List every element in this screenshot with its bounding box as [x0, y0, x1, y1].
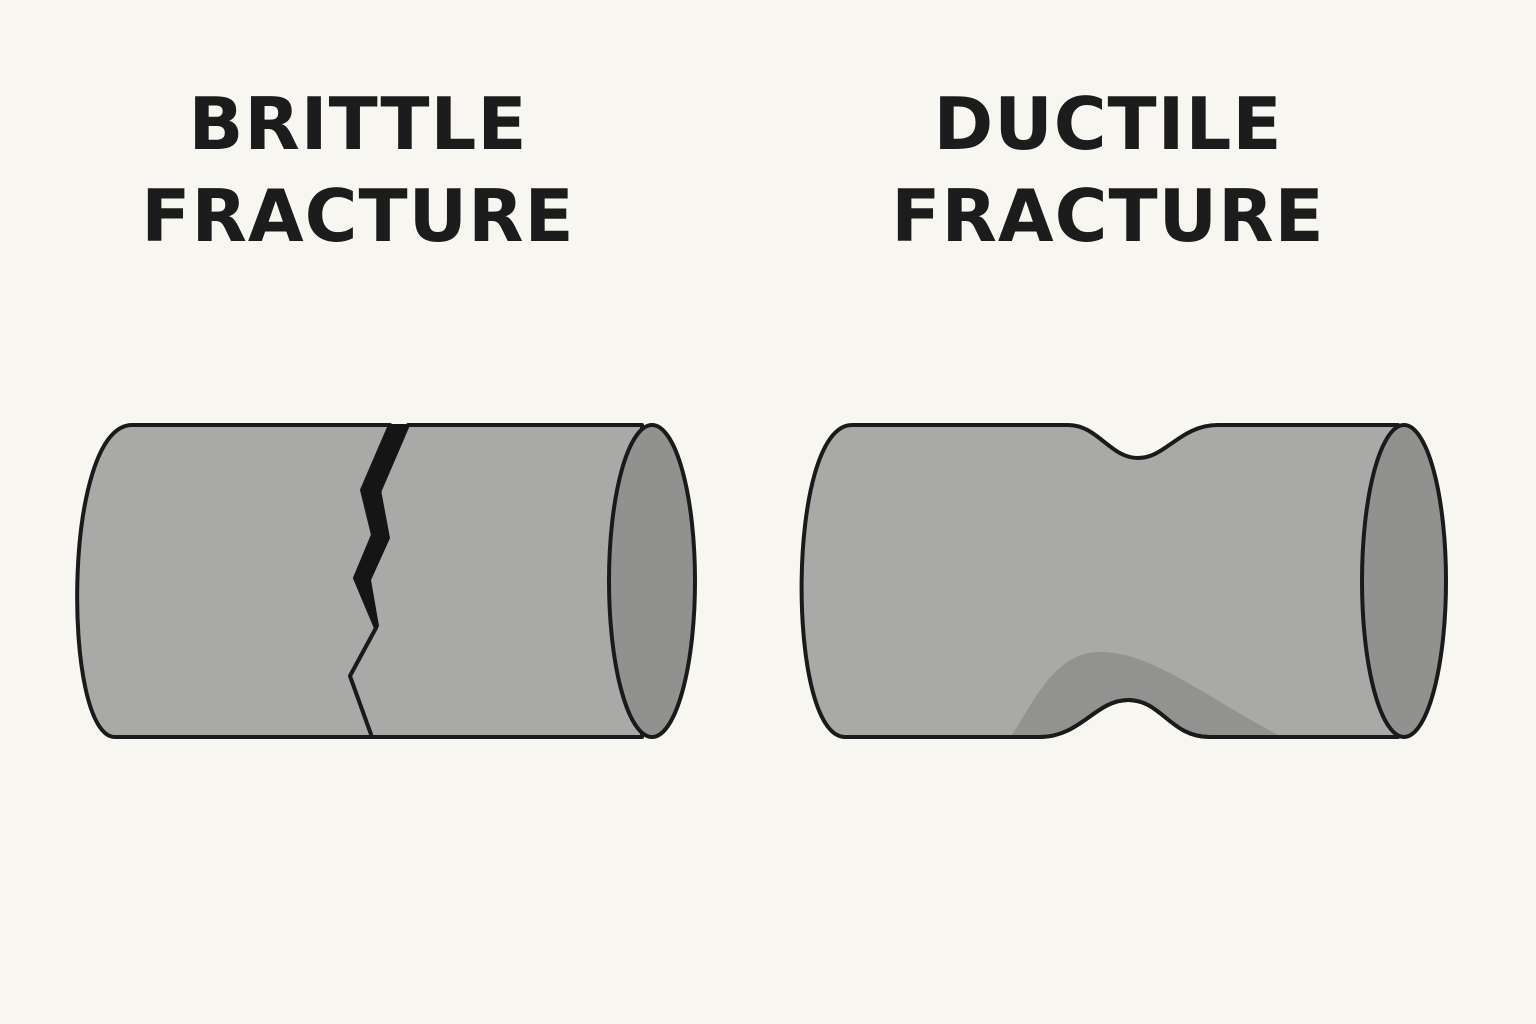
ductile-end-face: [1360, 423, 1448, 739]
brittle-fracture-title: BRITTLE FRACTURE: [58, 78, 658, 262]
brittle-right-piece: [348, 423, 644, 739]
ductile-specimen: [799, 423, 1448, 739]
ductile-neck-outline: [1039, 698, 1211, 739]
brittle-crack: [354, 424, 409, 629]
ductile-neck-shadow: [1012, 652, 1278, 735]
brittle-left-piece: [75, 423, 392, 739]
brittle-end-face: [607, 423, 697, 739]
brittle-specimen: [75, 423, 697, 739]
brittle-title-line-2: FRACTURE: [141, 174, 575, 258]
ductile-title-line-2: FRACTURE: [891, 174, 1325, 258]
brittle-title-line-1: BRITTLE: [188, 82, 528, 166]
ductile-title-line-1: DUCTILE: [933, 82, 1283, 166]
ductile-fracture-title: DUCTILE FRACTURE: [808, 78, 1408, 262]
